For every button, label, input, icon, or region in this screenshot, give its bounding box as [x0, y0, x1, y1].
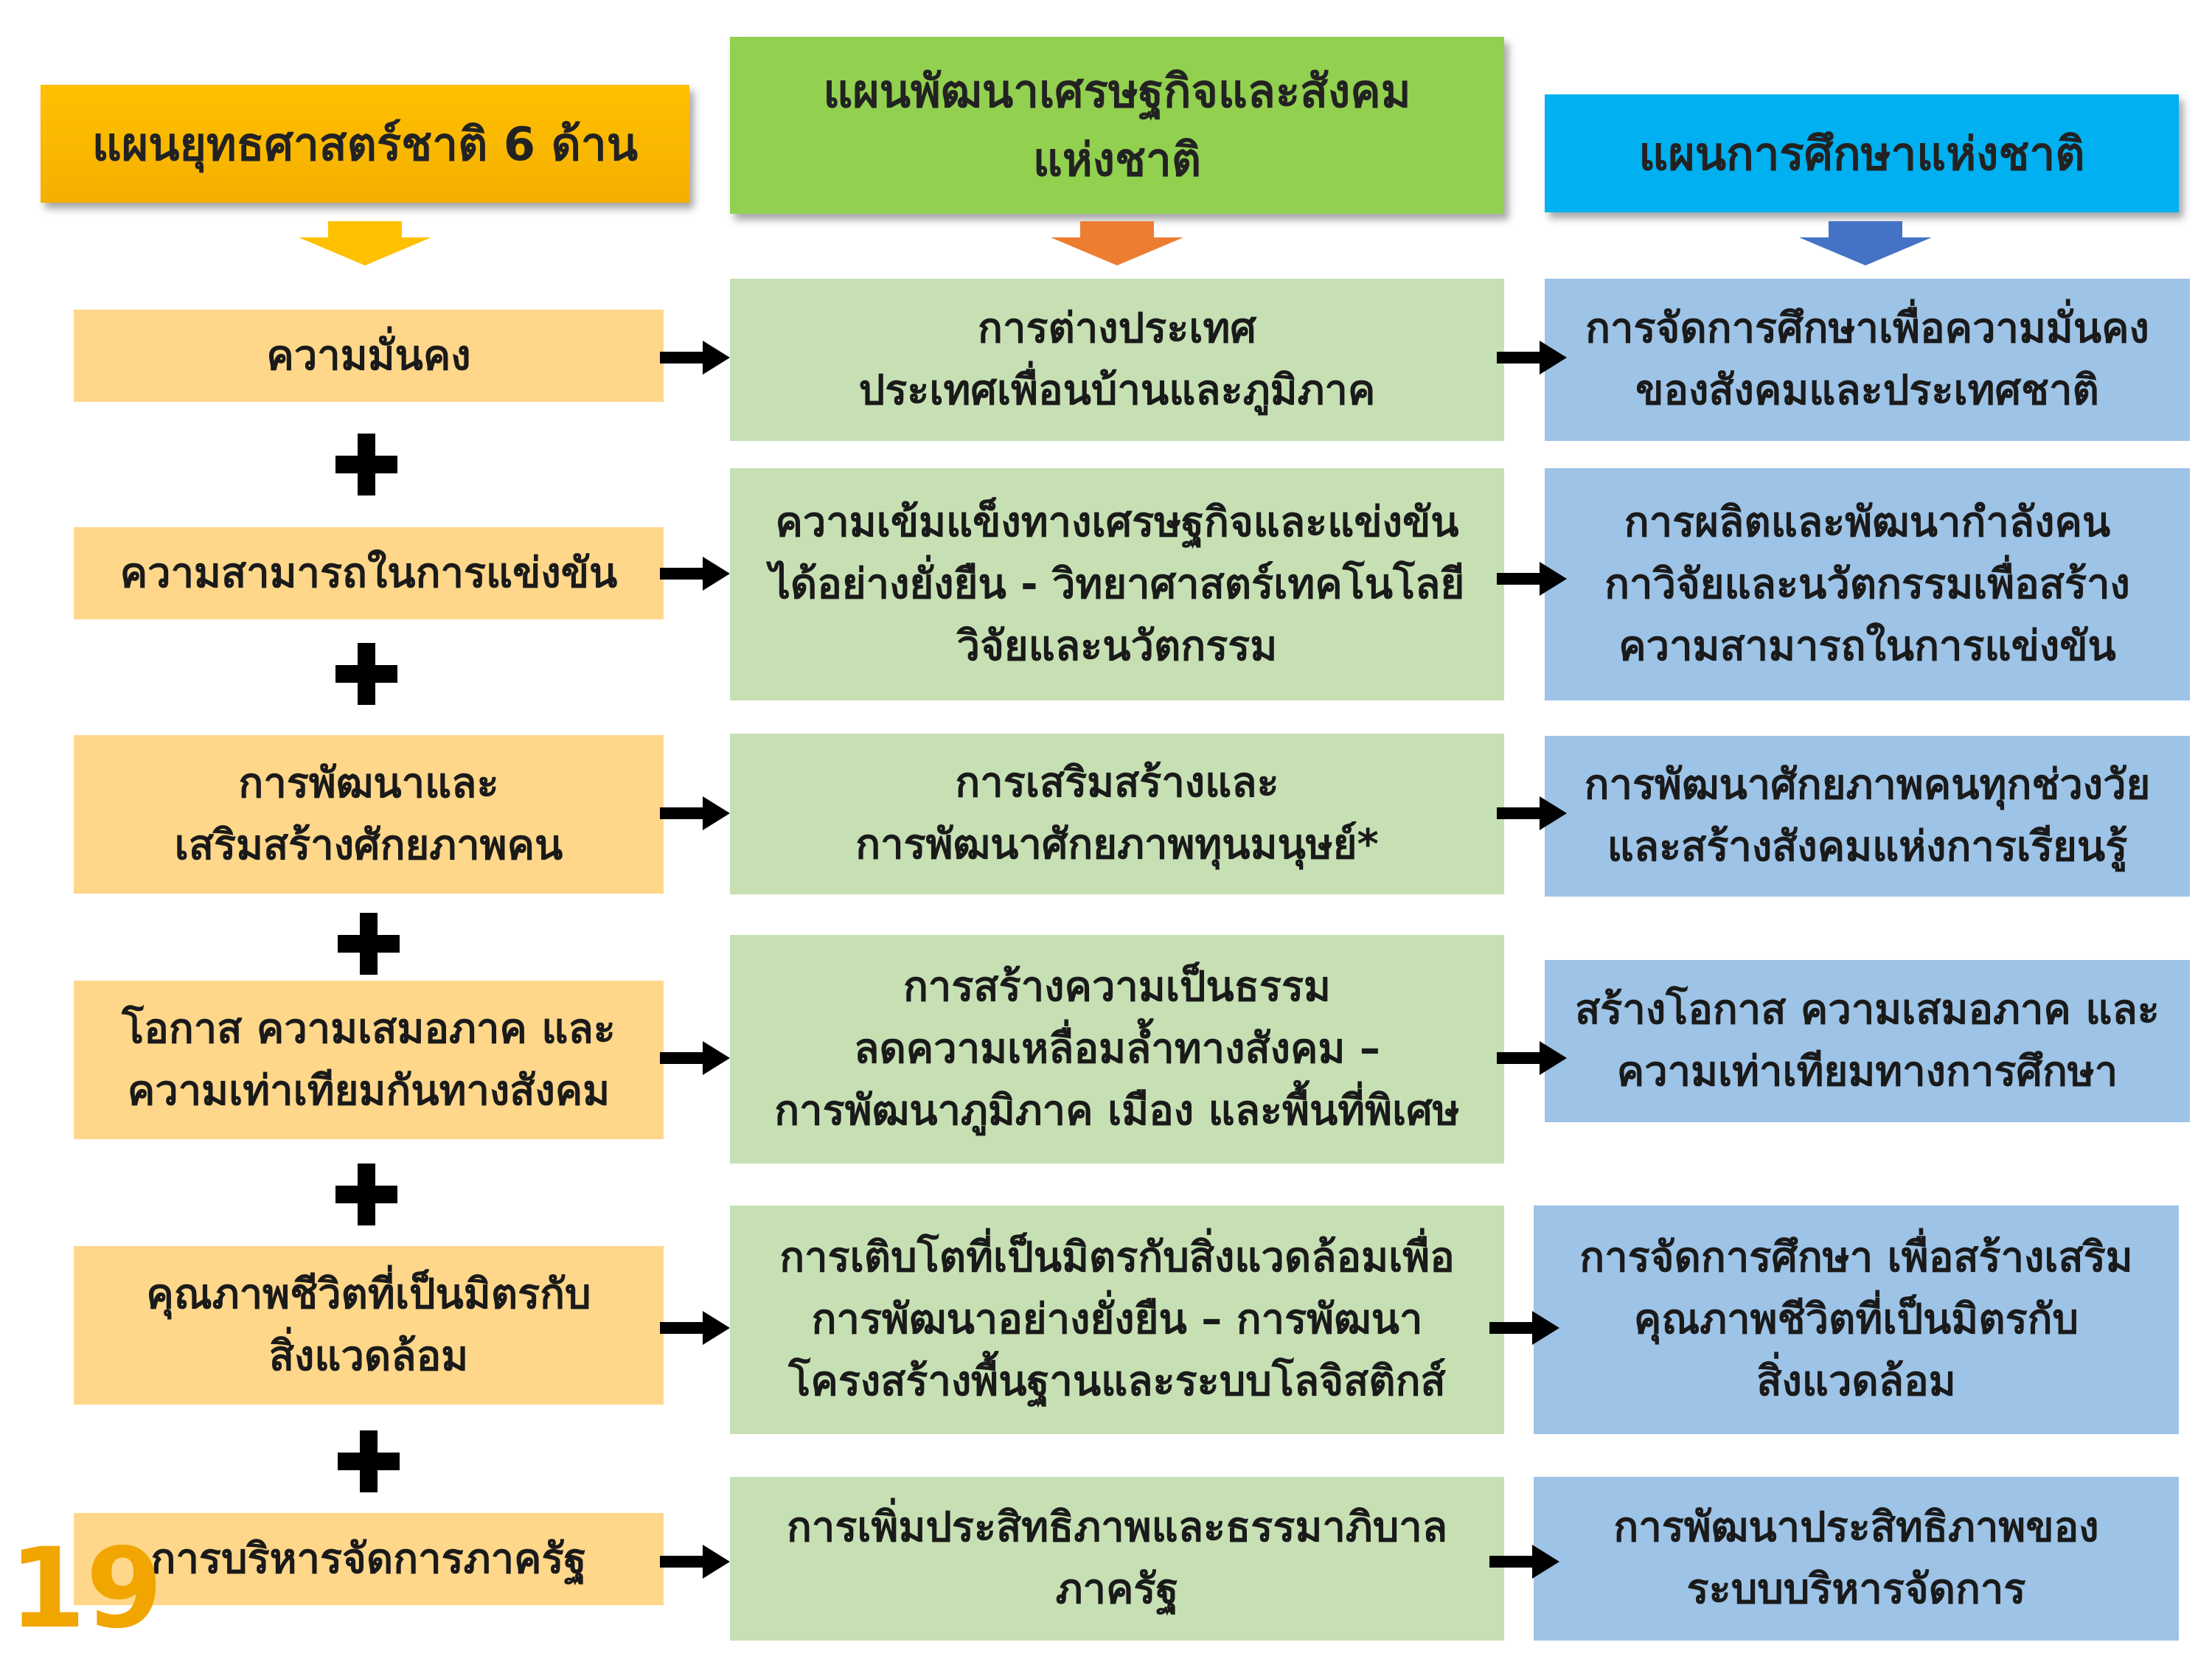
down-arrow-icon: [1799, 221, 1932, 265]
header-national-strategy: แผนยุทธศาสตร์ชาติ 6 ด้าน: [41, 85, 689, 203]
education-box-equality: สร้างโอกาส ความเสมอภาค และ ความเท่าเทียม…: [1545, 960, 2190, 1122]
header-economic-social-plan: แผนพัฒนาเศรษฐกิจและสังคม แห่งชาติ: [730, 37, 1504, 214]
education-box-workforce: การผลิตและพัฒนากำลังคน กาวิจัยและนวัตกรร…: [1545, 468, 2190, 700]
plan-label: การเติบโตที่เป็นมิตรกับสิ่งแวดล้อมเพื่อ …: [779, 1234, 1455, 1405]
plan-box-good-governance: การเพิ่มประสิทธิภาพและธรรมาภิบาล ภาครัฐ: [730, 1477, 1504, 1641]
plan-box-foreign-affairs: การต่างประเทศ ประเทศเพื่อนบ้านและภูมิภาค: [730, 279, 1504, 441]
plus-icon: [335, 643, 397, 705]
strategy-label: ความมั่นคง: [266, 331, 471, 380]
plan-label: การต่างประเทศ ประเทศเพื่อนบ้านและภูมิภาค: [858, 305, 1376, 414]
right-arrow-icon: [660, 796, 730, 830]
header-education-plan: แผนการศึกษาแห่งชาติ: [1545, 94, 2179, 212]
strategy-label: โอกาส ความเสมอภาค และ ความเท่าเทียมกันทา…: [122, 1004, 616, 1115]
strategy-label: การบริหารจัดการภาครัฐ: [150, 1534, 587, 1583]
plan-label: ความเข้มแข็งทางเศรษฐกิจและแข่งขัน ได้อย่…: [769, 498, 1465, 670]
plan-label: การเพิ่มประสิทธิภาพและธรรมาภิบาล ภาครัฐ: [786, 1503, 1448, 1613]
right-arrow-icon: [1489, 1545, 1559, 1579]
plan-label: การสร้างความเป็นธรรม ลดความเหลื่อมล้ำทาง…: [774, 963, 1460, 1135]
strategy-box-human-potential: การพัฒนาและ เสริมสร้างศักยภาพคน: [74, 735, 664, 894]
right-arrow-icon: [660, 1545, 730, 1579]
education-label: สร้างโอกาส ความเสมอภาค และ ความเท่าเทียม…: [1575, 986, 2160, 1096]
education-label: การจัดการศึกษาเพื่อความมั่นคง ของสังคมแล…: [1585, 305, 2149, 414]
right-arrow-icon: [660, 557, 730, 591]
education-box-security: การจัดการศึกษาเพื่อความมั่นคง ของสังคมแล…: [1545, 279, 2190, 441]
education-box-quality-of-life: การจัดการศึกษา เพื่อสร้างเสริม คุณภาพชีว…: [1534, 1206, 2179, 1434]
strategy-label: ความสามารถในการแข่งขัน: [119, 549, 618, 597]
plan-box-fairness: การสร้างความเป็นธรรม ลดความเหลื่อมล้ำทาง…: [730, 935, 1504, 1164]
strategy-label: การพัฒนาและ เสริมสร้างศักยภาพคน: [174, 759, 563, 869]
strategy-box-public-administration: การบริหารจัดการภาครัฐ: [74, 1513, 664, 1605]
right-arrow-icon: [1497, 562, 1567, 596]
header-education-plan-label: แผนการศึกษาแห่งชาติ: [1638, 126, 2085, 181]
education-label: การผลิตและพัฒนากำลังคน กาวิจัยและนวัตกรร…: [1604, 498, 2130, 670]
plan-box-green-growth: การเติบโตที่เป็นมิตรกับสิ่งแวดล้อมเพื่อ …: [730, 1206, 1504, 1434]
plus-icon: [338, 1430, 400, 1492]
education-label: การพัฒนาประสิทธิภาพของ ระบบบริหารจัดการ: [1613, 1503, 2099, 1613]
education-label: การพัฒนาศักยภาพคนทุกช่วงวัย และสร้างสังค…: [1584, 761, 2151, 871]
plus-icon: [335, 1164, 397, 1225]
plan-box-human-capital: การเสริมสร้างและ การพัฒนาศักยภาพทุนมนุษย…: [730, 734, 1504, 894]
header-economic-social-plan-label: แผนพัฒนาเศรษฐกิจและสังคม แห่งชาติ: [823, 64, 1411, 187]
right-arrow-icon: [1497, 796, 1567, 830]
strategy-box-equality: โอกาส ความเสมอภาค และ ความเท่าเทียมกันทา…: [74, 981, 664, 1139]
plan-box-economic-strength: ความเข้มแข็งทางเศรษฐกิจและแข่งขัน ได้อย่…: [730, 468, 1504, 700]
strategy-box-security: ความมั่นคง: [74, 310, 664, 402]
right-arrow-icon: [660, 1311, 730, 1345]
strategy-box-quality-of-life: คุณภาพชีวิตที่เป็นมิตรกับ สิ่งแวดล้อม: [74, 1246, 664, 1405]
plus-icon: [335, 434, 397, 495]
right-arrow-icon: [1489, 1311, 1559, 1345]
right-arrow-icon: [660, 341, 730, 375]
education-box-management: การพัฒนาประสิทธิภาพของ ระบบบริหารจัดการ: [1534, 1477, 2179, 1641]
page-number: 19: [9, 1525, 163, 1653]
strategy-box-competitiveness: ความสามารถในการแข่งขัน: [74, 527, 664, 619]
down-arrow-icon: [299, 221, 431, 265]
strategy-label: คุณภาพชีวิตที่เป็นมิตรกับ สิ่งแวดล้อม: [146, 1270, 591, 1380]
header-national-strategy-label: แผนยุทธศาสตร์ชาติ 6 ด้าน: [91, 116, 639, 171]
plan-label: การเสริมสร้างและ การพัฒนาศักยภาพทุนมนุษย…: [855, 759, 1379, 869]
right-arrow-icon: [660, 1041, 730, 1075]
education-label: การจัดการศึกษา เพื่อสร้างเสริม คุณภาพชีว…: [1579, 1234, 2133, 1405]
plus-icon: [338, 913, 400, 975]
education-box-lifelong-learning: การพัฒนาศักยภาพคนทุกช่วงวัย และสร้างสังค…: [1545, 736, 2190, 897]
down-arrow-icon: [1051, 221, 1183, 265]
right-arrow-icon: [1497, 1041, 1567, 1075]
right-arrow-icon: [1497, 341, 1567, 375]
